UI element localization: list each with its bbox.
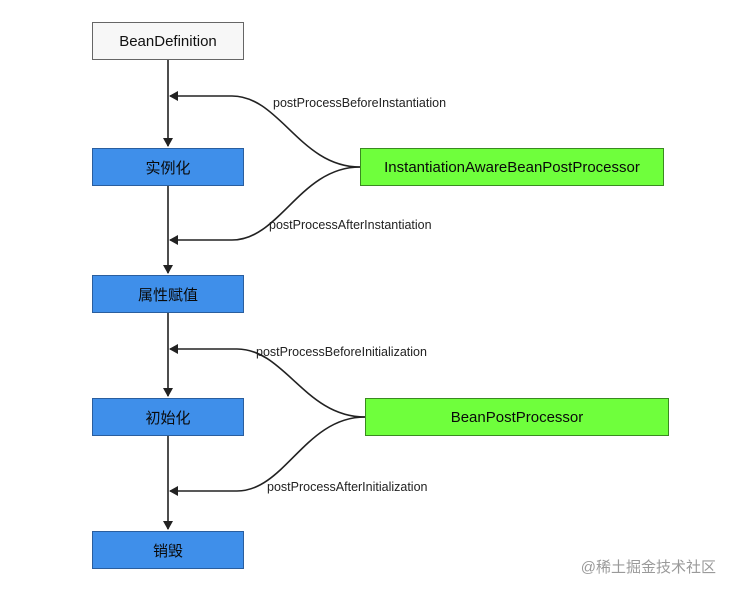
instantiation-aware-processor-label: InstantiationAwareBeanPostProcessor <box>384 158 640 176</box>
bean-definition-node: BeanDefinition <box>92 22 244 60</box>
destroy-label: 销毁 <box>152 542 183 560</box>
instantiation-aware-processor-node: InstantiationAwareBeanPostProcessor <box>360 148 664 186</box>
after-initialization-label: postProcessAfterInitialization <box>267 480 428 494</box>
before-initialization-label: postProcessBeforeInitialization <box>256 345 427 359</box>
populate-label: 属性赋值 <box>137 286 198 304</box>
bean-post-processor-label: BeanPostProcessor <box>450 408 584 426</box>
curve-before-instantiation <box>169 91 361 168</box>
initialization-node: 初始化 <box>92 398 244 436</box>
initialization-label: 初始化 <box>145 409 191 427</box>
watermark-text: @稀土掘金技术社区 <box>580 559 716 576</box>
bean-post-processor-node: BeanPostProcessor <box>365 398 669 436</box>
curve-after-instantiation <box>169 166 361 245</box>
after-instantiation-label: postProcessAfterInstantiation <box>269 218 432 232</box>
destroy-node: 销毁 <box>92 531 244 569</box>
instantiation-node: 实例化 <box>92 148 244 186</box>
bean-definition-label: BeanDefinition <box>119 32 217 50</box>
populate-node: 属性赋值 <box>92 275 244 313</box>
curve-before-initialization <box>169 344 366 418</box>
before-instantiation-label: postProcessBeforeInstantiation <box>273 96 447 110</box>
curve-after-initialization <box>169 416 366 496</box>
instantiation-label: 实例化 <box>145 159 191 177</box>
